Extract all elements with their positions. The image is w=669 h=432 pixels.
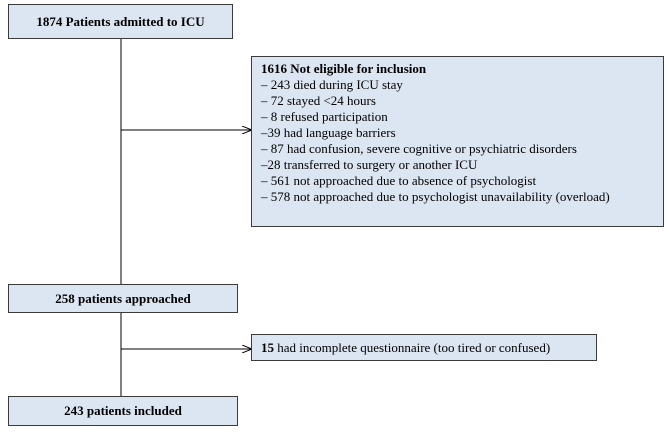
- approached-box: 258 patients approached: [8, 284, 238, 313]
- excluded-item: – 243 died during ICU stay: [261, 77, 403, 92]
- approached-label: 258 patients approached: [55, 290, 191, 306]
- incomplete-box: 15 had incomplete questionnaire (too tir…: [251, 334, 597, 361]
- incomplete-label: 15 had incomplete questionnaire (too tir…: [261, 340, 550, 356]
- admitted-label: 1874 Patients admitted to ICU: [36, 13, 205, 29]
- excluded-item: – 87 had confusion, severe cognitive or …: [261, 141, 577, 156]
- excluded-box: 1616 Not eligible for inclusion – 243 di…: [251, 56, 664, 227]
- incomplete-count: 15: [261, 339, 274, 355]
- incomplete-text: had incomplete questionnaire (too tired …: [274, 339, 551, 355]
- excluded-item: –39 had language barriers: [261, 125, 396, 140]
- excluded-title: 1616 Not eligible for inclusion: [261, 61, 427, 76]
- included-label: 243 patients included: [64, 403, 182, 418]
- admitted-box: 1874 Patients admitted to ICU: [8, 4, 233, 39]
- included-box: 243 patients included: [8, 396, 238, 426]
- excluded-item: – 578 not approached due to psychologist…: [261, 189, 610, 204]
- excluded-item: – 561 not approached due to absence of p…: [261, 173, 537, 188]
- excluded-item: – 8 refused participation: [261, 109, 388, 124]
- excluded-item: – 72 stayed <24 hours: [261, 93, 376, 108]
- excluded-item: –28 transferred to surgery or another IC…: [261, 157, 478, 172]
